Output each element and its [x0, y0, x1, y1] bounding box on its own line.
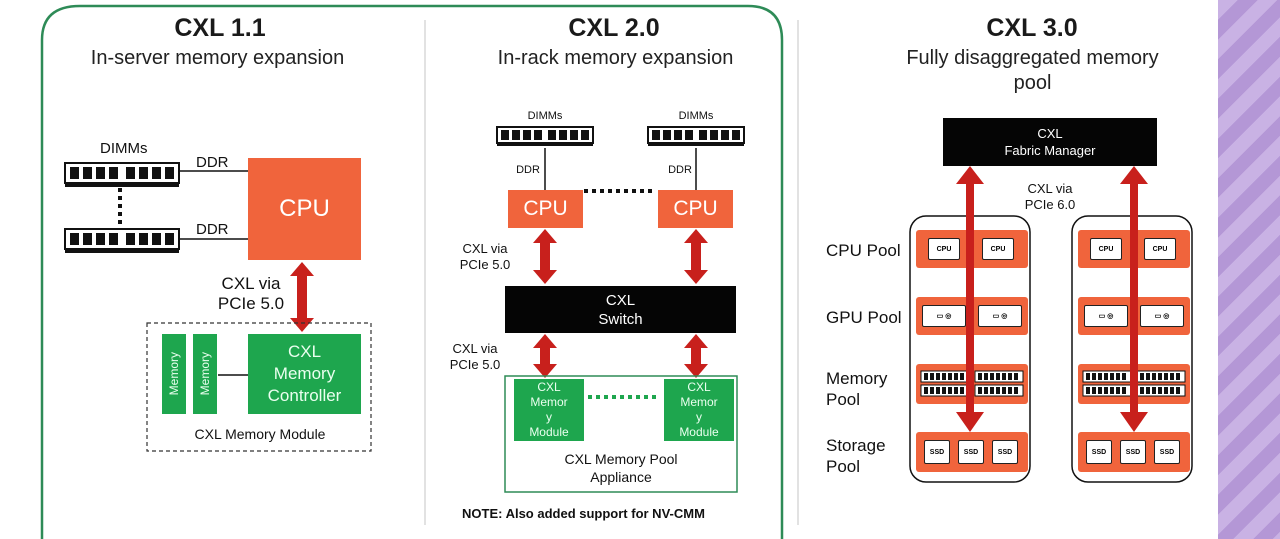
- panel2-subtitle: In-rack memory expansion: [497, 47, 734, 69]
- memory-chip: Memory: [162, 334, 186, 414]
- gpu-card-icon: ▭ ◎: [978, 305, 1022, 327]
- panel2-title: CXL 2.0: [568, 14, 660, 42]
- dimm-icon: [1082, 370, 1186, 397]
- panel1-title: CXL 1.1: [174, 14, 266, 42]
- dimm-icon: [64, 162, 180, 187]
- green-frame: [40, 4, 784, 539]
- appliance-border: [504, 375, 738, 493]
- cpu-chip: CPU: [1144, 238, 1176, 260]
- fabric-arrow-right: [1120, 166, 1148, 432]
- panel2-cpu-right: CPU: [658, 190, 733, 228]
- memory-module-border: [146, 322, 372, 452]
- cxl-memory-module-label: CXL Memory Module: [194, 426, 326, 442]
- dimm-icon: [920, 370, 1024, 397]
- storage-pool-row: SSD SSD SSD: [1078, 432, 1190, 472]
- dimm-icon: [64, 228, 180, 253]
- arrow-cpu-left-switch: [533, 229, 557, 284]
- cpu-chip: CPU: [1090, 238, 1122, 260]
- panel1-dimms-label: DIMMs: [100, 140, 148, 157]
- panel1-cpu: CPU: [248, 158, 361, 260]
- panel2-dimms-right: DIMMs: [678, 110, 714, 122]
- panel2-ddr-left: DDR: [516, 164, 540, 176]
- decorative-stripe: [1218, 0, 1280, 539]
- ssd-icon: SSD: [1120, 440, 1146, 464]
- arrow-cpu-controller: [290, 262, 314, 332]
- cpu-chip: CPU: [928, 238, 960, 260]
- panel2-cpu-left: CPU: [508, 190, 583, 228]
- ssd-icon: SSD: [958, 440, 984, 464]
- memory-chip: Memory: [193, 334, 217, 414]
- gpu-card-icon: ▭ ◎: [1140, 305, 1184, 327]
- nv-cmm-note: NOTE: Also added support for NV-CMM: [462, 506, 705, 521]
- panel1-ddr-top: DDR: [196, 154, 229, 171]
- arrow-switch-module-left: [533, 334, 557, 378]
- dimm-icon: [647, 126, 745, 146]
- row-label-cpu-pool: CPU Pool: [826, 241, 901, 260]
- panel2-dimms-left: DIMMs: [527, 110, 563, 122]
- gpu-card-icon: ▭ ◎: [1084, 305, 1128, 327]
- row-label-gpu-pool: GPU Pool: [826, 308, 902, 327]
- ssd-icon: SSD: [992, 440, 1018, 464]
- panel2-ddr-right: DDR: [668, 164, 692, 176]
- dimm-icon: [496, 126, 594, 146]
- ssd-icon: SSD: [1154, 440, 1180, 464]
- cpu-chip: CPU: [982, 238, 1014, 260]
- fabric-arrow-left: [956, 166, 984, 432]
- panel1-subtitle: In-server memory expansion: [90, 47, 345, 69]
- panel1-ddr-bottom: DDR: [196, 221, 229, 238]
- panel3-title: CXL 3.0: [986, 14, 1078, 42]
- arrow-cpu-right-switch: [684, 229, 708, 284]
- ssd-icon: SSD: [1086, 440, 1112, 464]
- storage-pool-row: SSD SSD SSD: [916, 432, 1028, 472]
- arrow-switch-module-right: [684, 334, 708, 378]
- ssd-icon: SSD: [924, 440, 950, 464]
- gpu-card-icon: ▭ ◎: [922, 305, 966, 327]
